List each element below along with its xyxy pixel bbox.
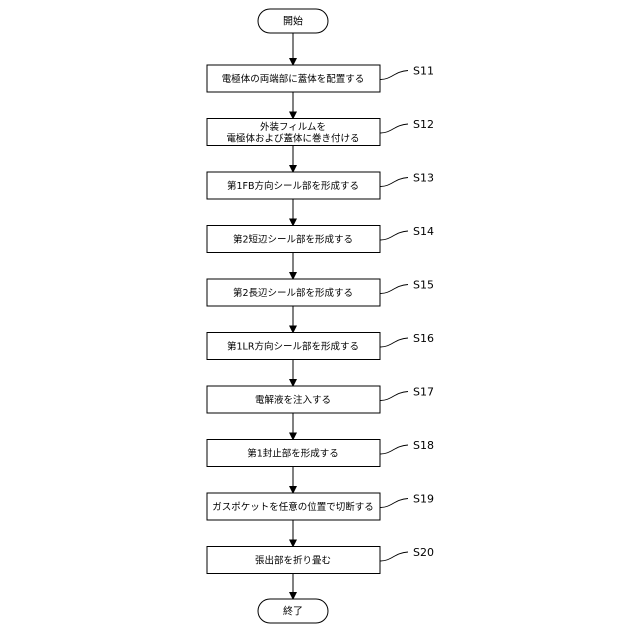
step-s19-label: S19 xyxy=(413,493,434,506)
step-s18-label: S18 xyxy=(413,439,434,452)
step-s13-text-line-1: 第1FB方向シール部を形成する xyxy=(227,180,359,192)
step-s11-box: 電極体の両端部に蓋体を配置する xyxy=(207,65,380,92)
step-s18-text-line-1: 第1封止部を形成する xyxy=(247,448,339,460)
step-s14-label: S14 xyxy=(413,225,434,238)
step-s20-text-line-1: 張出部を折り畳む xyxy=(255,555,331,567)
step-s13-box: 第1FB方向シール部を形成する xyxy=(207,172,380,199)
step-s14-text-line-1: 第2短辺シール部を形成する xyxy=(233,234,353,246)
step-s13-label-leader xyxy=(380,178,408,187)
step-s15-label-leader xyxy=(380,285,408,294)
step-s12-text-line-2: 電極体および蓋体に巻き付ける xyxy=(226,132,359,144)
step-s12-label: S12 xyxy=(413,118,434,131)
step-s11-label: S11 xyxy=(413,65,434,78)
step-s14-label-leader xyxy=(380,231,408,240)
step-s17-label: S17 xyxy=(413,386,434,399)
step-s17-text-line-1: 電解液を注入する xyxy=(255,394,331,406)
step-s19-text-line-1: ガスポケットを任意の位置で切断する xyxy=(212,501,374,513)
start-terminal: 開始 xyxy=(258,9,328,33)
step-s11-text-line-1: 電極体の両端部に蓋体を配置する xyxy=(222,73,365,85)
step-s19-label-leader xyxy=(380,499,408,508)
step-s18-box: 第1封止部を形成する xyxy=(207,440,380,467)
step-s17-box: 電解液を注入する xyxy=(207,386,380,413)
step-s12-box: 外装フィルムを電極体および蓋体に巻き付ける xyxy=(207,119,380,146)
step-s18-label-leader xyxy=(380,445,408,454)
step-s12-label-leader xyxy=(380,124,408,133)
step-s15-label: S15 xyxy=(413,279,434,292)
step-s19-box: ガスポケットを任意の位置で切断する xyxy=(207,493,380,520)
end-terminal: 終了 xyxy=(258,599,328,623)
step-s20-label-leader xyxy=(380,552,408,561)
step-s16-box: 第1LR方向シール部を形成する xyxy=(207,333,380,360)
step-s15-box: 第2長辺シール部を形成する xyxy=(207,279,380,306)
step-s13-label: S13 xyxy=(413,172,434,185)
step-label-group: S11S12S13S14S15S16S17S18S19S20 xyxy=(380,65,434,562)
step-s16-label-leader xyxy=(380,338,408,347)
step-s17-label-leader xyxy=(380,392,408,401)
step-s20-box: 張出部を折り畳む xyxy=(207,547,380,574)
step-s12-text-line-1: 外装フィルムを xyxy=(260,121,326,133)
end-terminal-label: 終了 xyxy=(283,605,303,618)
step-s20-label: S20 xyxy=(413,546,434,559)
step-s16-text-line-1: 第1LR方向シール部を形成する xyxy=(227,341,359,353)
step-s16-label: S16 xyxy=(413,332,434,345)
step-s14-box: 第2短辺シール部を形成する xyxy=(207,226,380,253)
step-s15-text-line-1: 第2長辺シール部を形成する xyxy=(233,287,353,299)
step-s11-label-leader xyxy=(380,71,408,80)
start-terminal-label: 開始 xyxy=(283,15,303,28)
